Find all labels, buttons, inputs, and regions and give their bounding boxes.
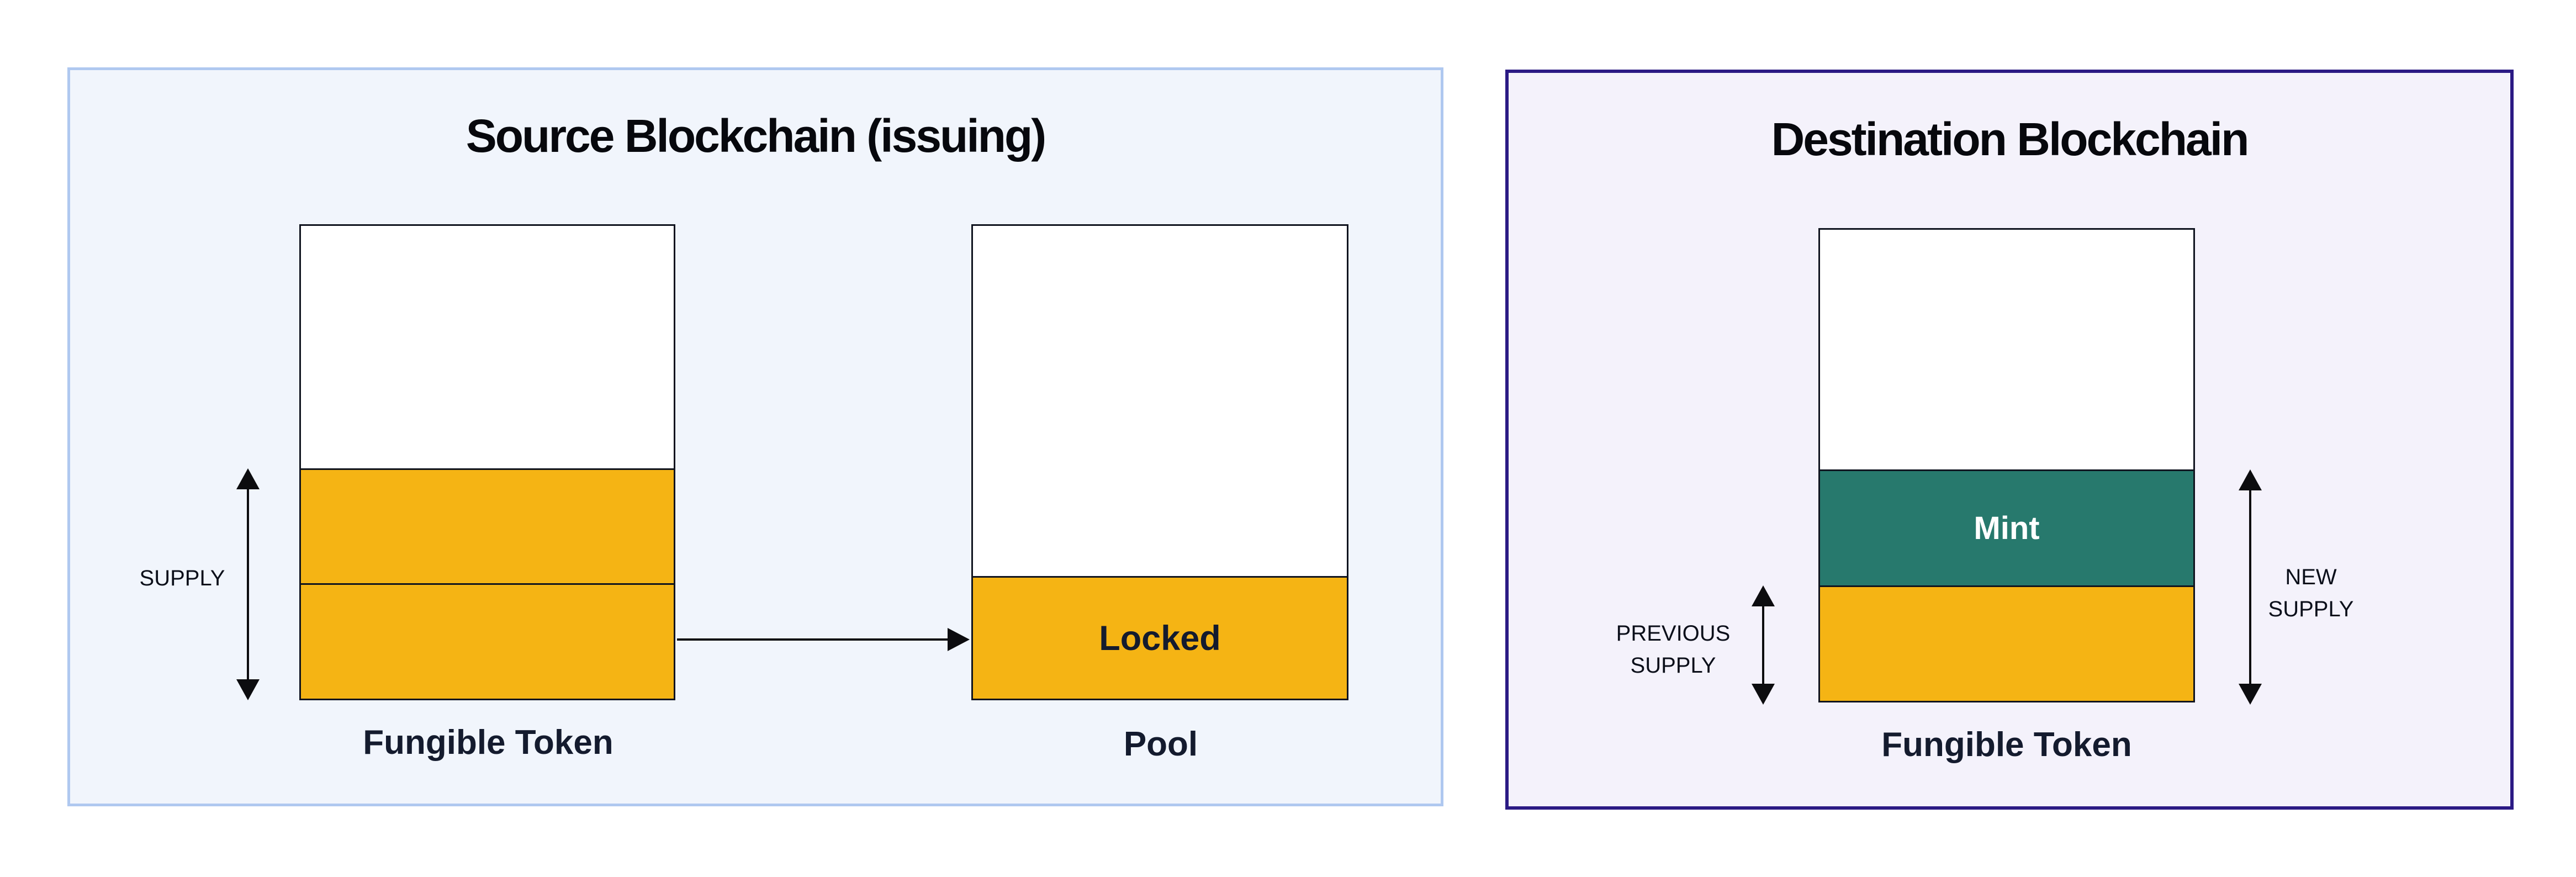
new-supply-label-line1: NEW <box>2285 565 2337 589</box>
arrowhead-down-icon <box>236 679 260 700</box>
locked-label: Locked <box>1099 619 1221 658</box>
mint-label: Mint <box>1974 510 2040 546</box>
new-supply-label-line2: SUPPLY <box>2268 597 2354 621</box>
arrowhead-down-icon <box>1752 684 1775 705</box>
arrowhead-down-icon <box>2239 684 2262 705</box>
new-supply-label: NEW SUPPLY <box>2242 561 2380 625</box>
pool-bar: Locked <box>971 224 1348 700</box>
previous-supply-label: PREVIOUS SUPPLY <box>1590 617 1756 681</box>
source-panel-title: Source Blockchain (issuing) <box>466 110 1047 162</box>
destination-panel-title: Destination Blockchain <box>1771 113 2250 165</box>
new-supply-range-arrow <box>2239 469 2262 705</box>
arrowhead-right-icon <box>948 628 970 651</box>
arrow-shaft <box>247 485 249 684</box>
previous-supply-range-arrow <box>1752 585 1775 705</box>
arrow-shaft <box>2249 486 2251 688</box>
source-fungible-token-bar <box>299 224 675 700</box>
arrow-shaft <box>677 638 952 641</box>
mint-segment: Mint <box>1820 469 2193 585</box>
lock-transfer-arrow <box>677 628 970 651</box>
source-supply-lower-segment <box>301 583 674 699</box>
pool-locked-segment: Locked <box>973 576 1347 699</box>
source-fungible-token-caption: Fungible Token <box>363 723 613 762</box>
arrow-shaft <box>1762 602 1764 688</box>
previous-supply-label-line2: SUPPLY <box>1630 653 1716 678</box>
previous-supply-label-line1: PREVIOUS <box>1616 621 1731 646</box>
supply-label: SUPPLY <box>139 566 225 590</box>
destination-fungible-token-caption: Fungible Token <box>1881 726 2132 764</box>
source-supply-upper-segment <box>301 468 674 583</box>
pool-caption: Pool <box>1123 725 1198 763</box>
destination-fungible-token-bar: Mint <box>1818 228 2195 702</box>
supply-range-arrow <box>236 468 260 700</box>
previous-supply-segment <box>1820 585 2193 701</box>
